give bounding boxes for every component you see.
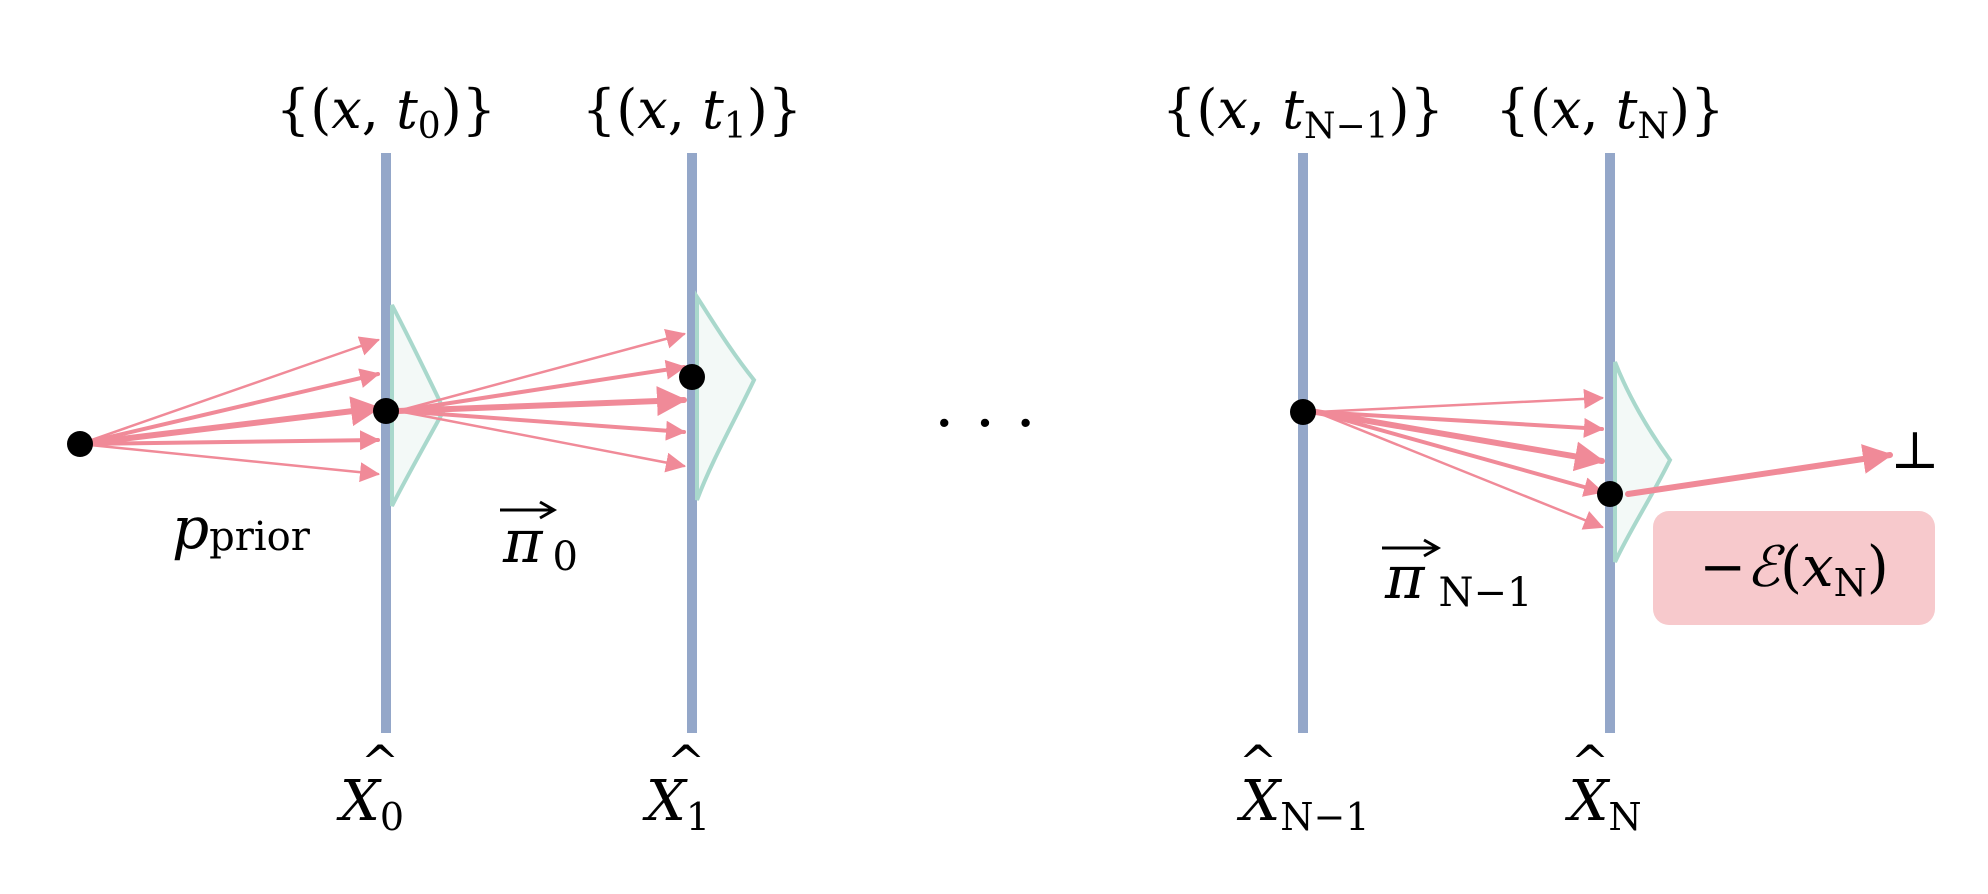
bottom-symbol: ⊥: [1891, 421, 1940, 481]
point-n-minus-1: [1290, 399, 1316, 425]
top-label-1: {(x, t1)}: [582, 78, 802, 147]
svg-text:X1: X1: [642, 769, 710, 839]
svg-text:XN−1: XN−1: [1236, 769, 1369, 839]
svg-text:π0: π0: [502, 507, 578, 580]
svg-text:XN: XN: [1564, 769, 1641, 839]
terminal-arrow: [1625, 444, 1893, 497]
svg-text:^: ^: [1571, 735, 1610, 789]
pi-n-minus-1-arrows: [1313, 388, 1605, 530]
point-1: [679, 364, 705, 390]
top-label-0: {(x, t0)}: [276, 78, 496, 147]
top-label-n-minus-1: {(x, tN−1)}: [1162, 78, 1444, 147]
bottom-label-n: ^ XN: [1564, 735, 1641, 839]
svg-text:πN−1: πN−1: [1384, 543, 1532, 616]
prior-point: [67, 431, 93, 457]
bottom-label-0: ^ X0: [336, 735, 404, 839]
svg-text:^: ^: [361, 735, 400, 789]
svg-text:^: ^: [1239, 735, 1278, 789]
prior-arrows: [77, 336, 381, 483]
energy-box: [1653, 511, 1935, 625]
prior-label: pprior: [172, 494, 311, 562]
bottom-label-n-minus-1: ^ XN−1: [1236, 735, 1369, 839]
top-label-n: {(x, tN)}: [1496, 78, 1725, 147]
svg-text:X0: X0: [336, 769, 404, 839]
bottom-label-1: ^ X1: [642, 735, 710, 839]
gaussian-curve-n: [1613, 361, 1673, 563]
svg-text:^: ^: [667, 735, 706, 789]
energy-label: −ℰ(xN): [1653, 511, 1935, 625]
point-0: [373, 398, 399, 424]
svg-text:−ℰ(xN): −ℰ(xN): [1699, 535, 1888, 605]
ellipsis: · · ·: [934, 387, 1036, 461]
gaussian-curve-1: [695, 290, 757, 501]
pi0-arrows: [395, 329, 687, 473]
point-n: [1597, 481, 1623, 507]
